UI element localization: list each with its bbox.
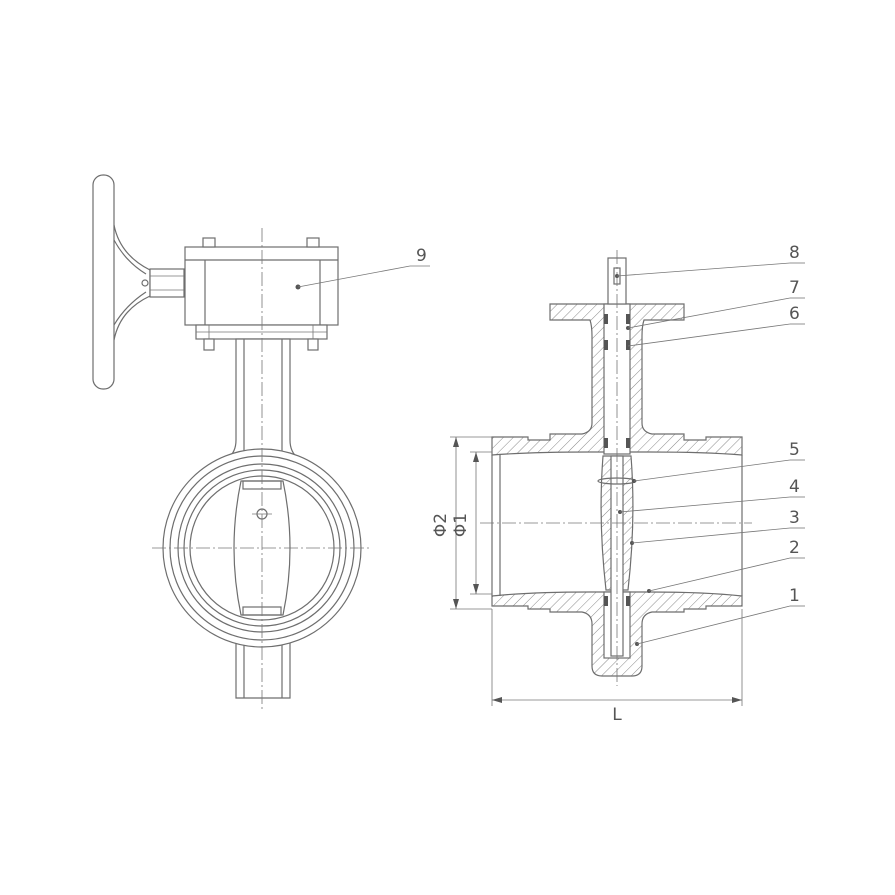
o-ring bbox=[604, 340, 608, 350]
section-view: Φ2 Φ1 L bbox=[431, 250, 752, 725]
bottom-neck bbox=[235, 629, 291, 699]
callout-7: 7 bbox=[789, 278, 800, 298]
length-label: L bbox=[612, 705, 622, 725]
neck bbox=[226, 338, 300, 459]
handwheel bbox=[92, 174, 185, 390]
callout-4: 4 bbox=[789, 477, 800, 497]
callout-6: 6 bbox=[789, 304, 800, 324]
callout-1: 1 bbox=[789, 586, 800, 606]
bushing-upper bbox=[604, 314, 608, 324]
callouts: 9 8 7 6 5 4 3 2 bbox=[297, 243, 805, 646]
callout-3: 3 bbox=[789, 508, 800, 528]
callout-2: 2 bbox=[789, 538, 800, 558]
callout-5: 5 bbox=[789, 440, 800, 460]
phi1-label: Φ1 bbox=[451, 513, 471, 537]
gearbox bbox=[184, 237, 339, 351]
callout-8: 8 bbox=[789, 243, 800, 263]
front-view bbox=[92, 174, 372, 710]
callout-9: 9 bbox=[416, 246, 427, 266]
phi2-label: Φ2 bbox=[431, 513, 451, 537]
dimension-lines bbox=[450, 436, 743, 706]
